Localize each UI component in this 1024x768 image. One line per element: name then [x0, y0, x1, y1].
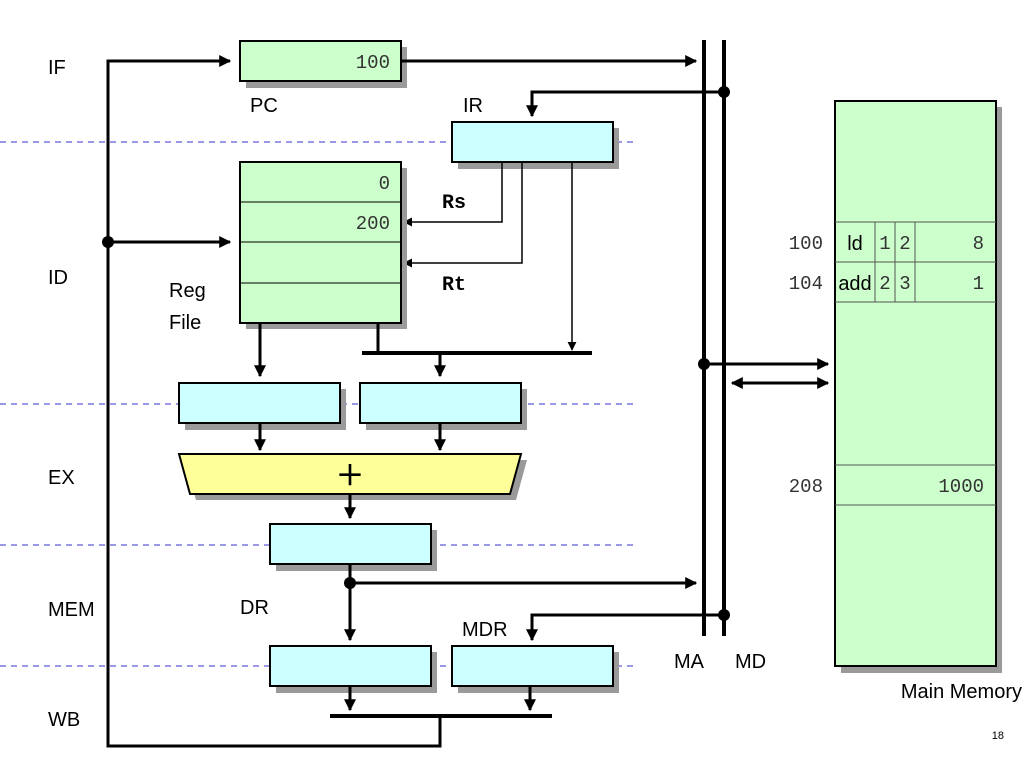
memory-address: 104: [789, 273, 823, 295]
memory-value: 1000: [938, 476, 984, 498]
stage-label-if: IF: [48, 57, 66, 79]
ma-memory-junction-dot: [698, 358, 710, 370]
dr-register: DR: [240, 523, 437, 619]
wb-alu-box: [269, 645, 432, 687]
register-value: 200: [356, 213, 390, 235]
loop-junction-dot: [102, 236, 114, 248]
memory-field: 2: [899, 233, 910, 255]
writeback-loop: [102, 55, 442, 748]
memory-field: 1: [879, 233, 890, 255]
register-file: 0 200 Reg File: [169, 161, 407, 334]
rs-label: Rs: [442, 192, 466, 215]
regfile-label-line1: Reg: [169, 280, 206, 302]
memory-address: 100: [789, 233, 823, 255]
regfile-label-line2: File: [169, 312, 201, 334]
mdr-label: MDR: [462, 619, 508, 641]
dr-junction-dot: [344, 577, 356, 589]
register-value: 0: [379, 173, 390, 195]
memory-address: 208: [789, 476, 823, 498]
stage-label-wb: WB: [48, 709, 80, 731]
dr-box: [269, 523, 432, 565]
ir-box: [451, 121, 614, 163]
stage-label-id: ID: [48, 267, 68, 289]
dr-label: DR: [240, 597, 269, 619]
wb-register-alu: [269, 645, 437, 693]
mdr-register: [451, 645, 619, 693]
ma-label: MA: [674, 651, 705, 673]
pc-box: [239, 40, 402, 82]
md-label: MD: [735, 651, 766, 673]
ir-rt-wire: [403, 162, 523, 268]
operand-a-box: [178, 382, 341, 424]
alu-plus-symbol: +: [336, 454, 365, 494]
pc-register: 100 PC: [239, 40, 407, 117]
pc-label: PC: [250, 95, 278, 117]
pc-value: 100: [356, 52, 390, 74]
memory-label: Main Memory: [901, 681, 1022, 703]
mdr-box: [451, 645, 614, 687]
memory-value: 8: [973, 233, 984, 255]
memory-opcode: ld: [847, 233, 863, 255]
memory-box: [834, 100, 997, 667]
memory-field: 2: [879, 273, 890, 295]
ir-register: IR: [451, 95, 619, 169]
main-memory: 100 ld 1 2 8 104 add 2 3 1 208 1000 Main…: [789, 100, 1022, 703]
memory-field: 3: [899, 273, 910, 295]
memory-value: 1: [973, 273, 984, 295]
page-number: 18: [992, 730, 1004, 742]
rt-label: Rt: [442, 274, 466, 297]
md-to-mdr-wire: [526, 613, 724, 642]
stage-label-ex: EX: [48, 467, 75, 489]
operand-b-box: [359, 382, 522, 424]
operand-register-a: [178, 382, 346, 430]
stage-label-mem: MEM: [48, 599, 95, 621]
alu: +: [177, 453, 527, 500]
ir-rs-wire: [403, 162, 503, 227]
md-to-ir-wire: [526, 90, 724, 118]
memory-opcode: add: [838, 273, 871, 295]
operand-register-b: [359, 382, 527, 430]
loop-to-pc-wire: [106, 55, 442, 748]
alu-shape: [177, 453, 523, 495]
ir-label: IR: [463, 95, 483, 117]
